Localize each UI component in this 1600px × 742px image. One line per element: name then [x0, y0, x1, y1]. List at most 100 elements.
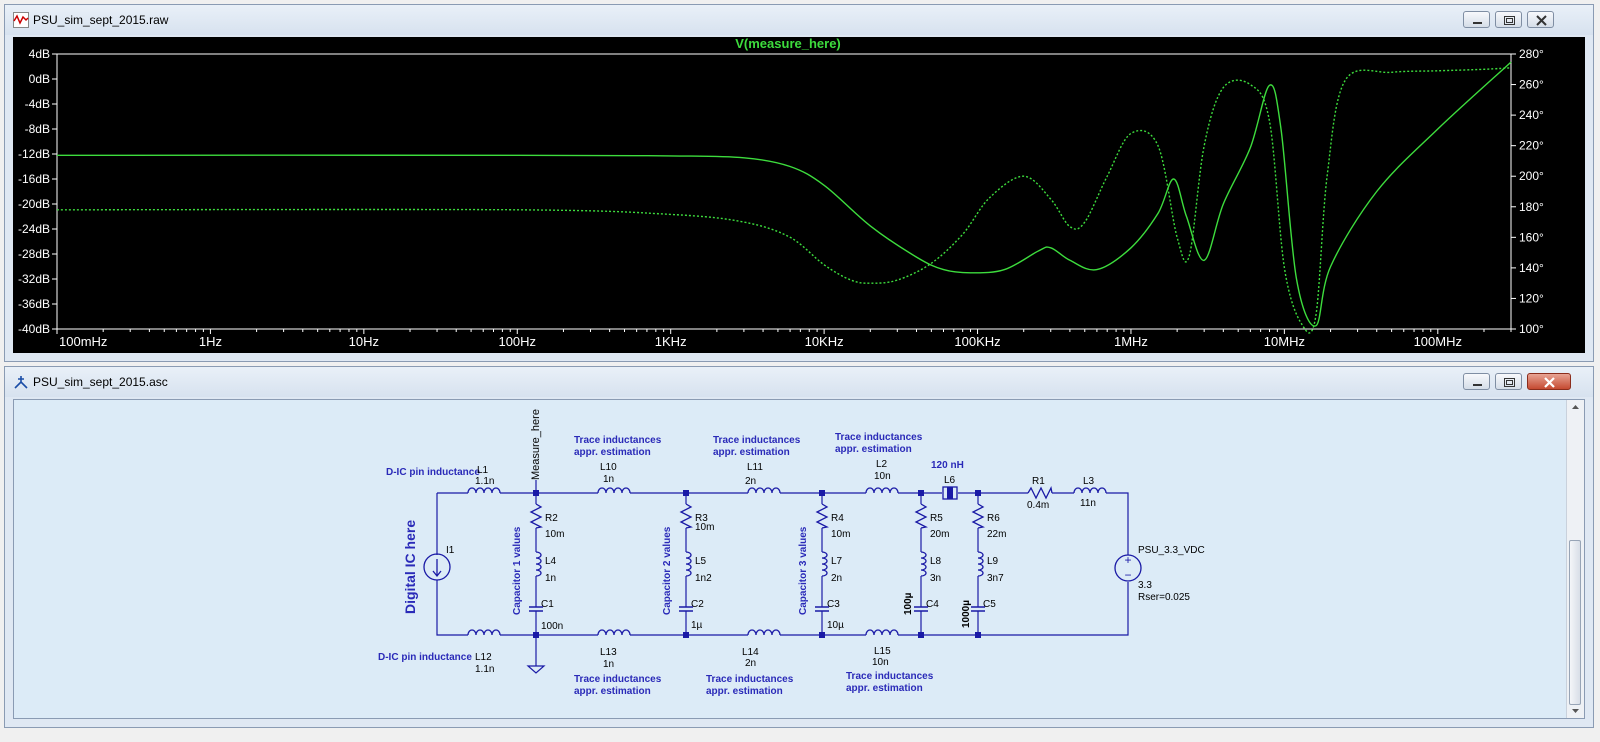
vertical-scrollbar[interactable]: [1566, 400, 1584, 718]
plot-window[interactable]: PSU_sim_sept_2015.raw V(measure_here) 4d…: [4, 4, 1594, 362]
magnitude-trace[interactable]: [56, 61, 1512, 327]
wires: [436, 480, 1129, 674]
inductor-l5[interactable]: [685, 551, 692, 577]
l9-value: 3n7: [987, 573, 1004, 584]
psu-name: PSU_3.3_VDC: [1138, 545, 1205, 556]
l14-name: L14: [742, 647, 759, 658]
comment-trace-2a: Trace inductances: [713, 435, 801, 446]
r3-name: R3: [695, 513, 708, 524]
x-tick-label: 100Hz: [498, 334, 536, 349]
plot-frame: [56, 53, 1512, 330]
l13-name: L13: [600, 647, 617, 658]
l14-value: 2n: [745, 658, 756, 669]
inductor-l3[interactable]: [1073, 487, 1107, 494]
schematic-drawing[interactable]: + − Measure_here Digital IC here D-IC pi…: [14, 400, 1569, 722]
schematic-window[interactable]: PSU_sim_sept_2015.asc: [4, 366, 1594, 728]
y-right-tick-label: 260°: [1519, 78, 1544, 92]
i1-name: I1: [446, 545, 455, 556]
scroll-up-icon[interactable]: [1567, 400, 1584, 414]
minimize-icon: [1473, 384, 1482, 386]
l13-value: 1n: [603, 659, 614, 670]
comment-pin-top: D-IC pin inductance: [386, 467, 480, 478]
r4-name: R4: [831, 513, 844, 524]
inductor-l10[interactable]: [597, 487, 631, 494]
schematic-restore-button[interactable]: [1495, 373, 1522, 390]
scrollbar-thumb[interactable]: [1569, 540, 1581, 705]
resistor-r1[interactable]: [1027, 487, 1053, 499]
plot-title[interactable]: V(measure_here): [735, 36, 841, 51]
l7-name: L7: [831, 556, 843, 567]
current-source-i1[interactable]: [423, 553, 451, 581]
y-left-tick-label: -4dB: [25, 97, 50, 111]
close-button[interactable]: [1527, 11, 1554, 28]
psu-rser: Rser=0.025: [1138, 592, 1190, 603]
resistor-r3[interactable]: [680, 503, 692, 529]
r6-name: R6: [987, 513, 1000, 524]
inductor-l13[interactable]: [597, 629, 631, 636]
bode-plot[interactable]: V(measure_here) 4dB0dB-4dB-8dB-12dB-16dB…: [13, 36, 1585, 355]
minimize-icon: [1473, 22, 1482, 24]
y-left-tick-label: 0dB: [29, 72, 50, 86]
inductor-l2[interactable]: [865, 487, 899, 494]
c4-value: 100µ: [903, 592, 914, 615]
comment-trace-4a: Trace inductances: [574, 674, 662, 685]
minimize-button[interactable]: [1463, 11, 1490, 28]
comment-cap2: Capacitor 2 values: [662, 526, 673, 615]
y-left-tick-label: -20dB: [18, 197, 50, 211]
l12-name: L12: [475, 652, 492, 663]
scroll-down-icon[interactable]: [1567, 704, 1584, 718]
x-tick-label: 1KHz: [655, 334, 687, 349]
y-left-tick-label: -16dB: [18, 172, 50, 186]
l5-value: 1n2: [695, 573, 712, 584]
vsource-plus: +: [1124, 553, 1131, 567]
comment-cap3: Capacitor 3 values: [798, 526, 809, 615]
c5-name: C5: [983, 599, 996, 610]
inductor-l9[interactable]: [977, 551, 984, 577]
y-right-tick-label: 140°: [1519, 261, 1544, 275]
voltage-source-psu[interactable]: + −: [1114, 553, 1142, 582]
resistor-r2[interactable]: [530, 503, 542, 529]
y-right-tick-label: 200°: [1519, 169, 1544, 183]
comment-trace-1b: appr. estimation: [574, 447, 651, 458]
r2-name: R2: [545, 513, 558, 524]
waveform-icon: [13, 12, 29, 28]
r3-value: 10m: [695, 522, 714, 533]
inductor-l1[interactable]: [467, 487, 501, 494]
restore-icon: [1504, 16, 1515, 25]
r5-value: 20m: [930, 529, 949, 540]
schematic-minimize-button[interactable]: [1463, 373, 1490, 390]
resistor-r4[interactable]: [816, 503, 828, 529]
r1-value: 0.4m: [1027, 500, 1049, 511]
junctions: [533, 490, 981, 638]
inductor-l8[interactable]: [920, 551, 927, 577]
c2-value: 1µ: [691, 620, 703, 631]
inductor-l12[interactable]: [467, 629, 501, 636]
inductor-l15[interactable]: [865, 629, 899, 636]
l2-value: 10n: [874, 471, 891, 482]
comment-trace-6a: Trace inductances: [846, 671, 934, 682]
net-label-measure-here[interactable]: Measure_here: [530, 409, 542, 480]
resistor-r6[interactable]: [972, 503, 984, 529]
x-tick-label: 100mHz: [59, 334, 107, 349]
comment-trace-6b: appr. estimation: [846, 683, 923, 694]
phase-trace[interactable]: [56, 67, 1512, 334]
inductor-l11[interactable]: [747, 487, 781, 494]
inductor-l14[interactable]: [747, 629, 781, 636]
inductor-l4[interactable]: [535, 551, 542, 577]
resistor-r5[interactable]: [915, 503, 927, 529]
y-right-tick-label: 240°: [1519, 108, 1544, 122]
plot-window-titlebar[interactable]: PSU_sim_sept_2015.raw: [5, 5, 1593, 35]
l4-value: 1n: [545, 573, 556, 584]
inductor-l7[interactable]: [821, 551, 828, 577]
ferrite-l6[interactable]: [942, 486, 958, 500]
l2-name: L2: [876, 459, 888, 470]
y-right-tick-label: 220°: [1519, 139, 1544, 153]
restore-button[interactable]: [1495, 11, 1522, 28]
schematic-close-button[interactable]: [1527, 373, 1571, 390]
l7-value: 2n: [831, 573, 842, 584]
schematic-canvas[interactable]: + − Measure_here Digital IC here D-IC pi…: [13, 399, 1585, 719]
schematic-window-titlebar[interactable]: PSU_sim_sept_2015.asc: [5, 367, 1593, 397]
l10-name: L10: [600, 462, 617, 473]
l8-value: 3n: [930, 573, 941, 584]
